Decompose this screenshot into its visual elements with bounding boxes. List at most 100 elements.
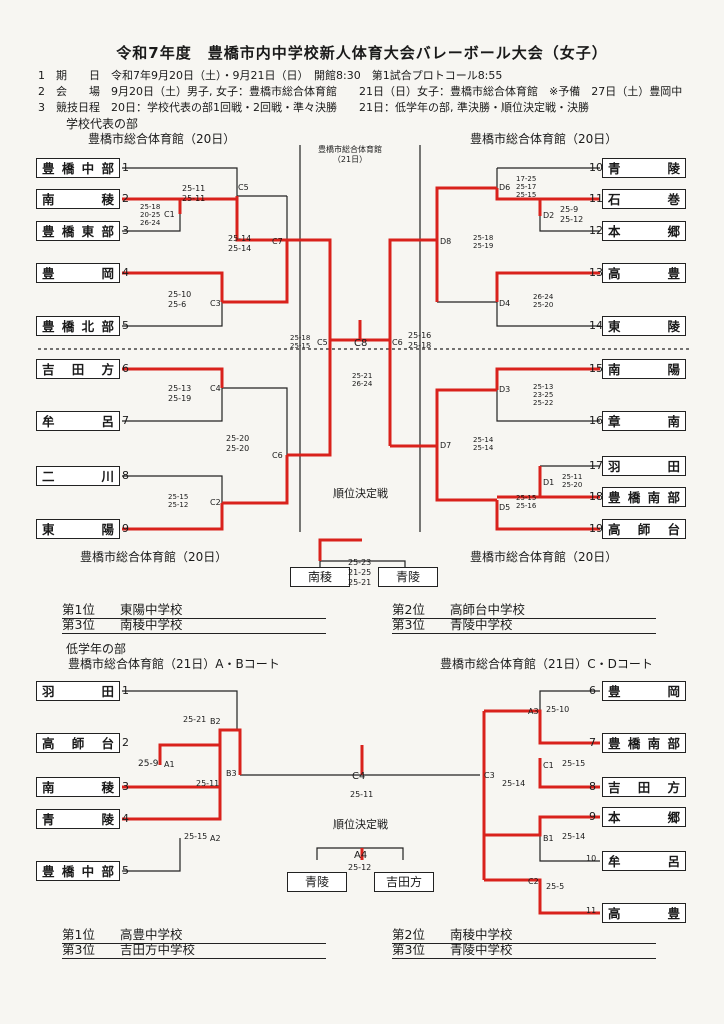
seed-number: 11 xyxy=(589,192,603,205)
match-label: C1 xyxy=(543,761,554,770)
match-label: A3 xyxy=(528,707,539,716)
match-label: C2 xyxy=(528,877,539,886)
seed-number: 4 xyxy=(122,812,129,825)
seed-number: 4 xyxy=(122,266,129,279)
team-box: 豊橋中部 xyxy=(36,158,120,178)
score: 25-5 xyxy=(546,882,565,891)
seed-number: 9 xyxy=(589,810,596,823)
team-box: 二 川 xyxy=(36,466,120,486)
score: 25-18 25-19 xyxy=(473,234,494,250)
info-line-3: 3 競技日程 20日：学校代表の部1回戦・2回戦・準々決勝 21日：低学年の部,… xyxy=(38,101,589,114)
seed-number: 18 xyxy=(589,490,603,503)
seed-number: 5 xyxy=(122,319,129,332)
match-label: D8 xyxy=(440,237,452,246)
seed-number: 19 xyxy=(589,522,603,535)
seed-number: 13 xyxy=(589,266,603,279)
seed-number: 1 xyxy=(122,684,129,697)
venue-bottom-cd: 豊橋市総合体育館（21日）C・Dコート xyxy=(440,657,653,671)
match-label: C6 xyxy=(392,338,403,347)
team-box: 吉田方 xyxy=(602,777,686,797)
score: 25-9 xyxy=(138,759,159,769)
score: 25-16 25-18 xyxy=(408,331,432,350)
placement-title-bottom: 順位決定戦 xyxy=(333,818,388,831)
score: 25-20 25-20 xyxy=(226,434,250,453)
result-row: 第2位 南稜中学校 xyxy=(392,924,656,944)
seed-number: 3 xyxy=(122,224,129,237)
team-box: 豊橋東部 xyxy=(36,221,120,241)
score: 25-13 23-25 25-22 xyxy=(533,383,554,407)
seed-number: 11 xyxy=(586,906,597,915)
seed-number: 3 xyxy=(122,780,129,793)
team-box: 高 豊 xyxy=(602,263,686,283)
seed-number: 5 xyxy=(122,864,129,877)
team-box: 石 巻 xyxy=(602,189,686,209)
match-label: C2 xyxy=(210,498,221,507)
match-label: B3 xyxy=(226,769,237,778)
seed-number: 16 xyxy=(589,414,603,427)
team-box: 高師台 xyxy=(36,733,120,753)
seed-number: 2 xyxy=(122,192,129,205)
team-box: 南 稜 xyxy=(36,189,120,209)
match-label: C7 xyxy=(272,237,283,246)
result-row: 第2位 高師台中学校 xyxy=(392,599,656,619)
score: 26-24 25-20 xyxy=(533,293,554,309)
team-box: 高師台 xyxy=(602,519,686,539)
seed-number: 7 xyxy=(589,736,596,749)
score: 25-21 xyxy=(183,715,207,724)
match-label: A1 xyxy=(164,760,175,769)
team-box: 吉田方 xyxy=(36,359,120,379)
score: 25-18 20-25 26-24 xyxy=(140,203,161,227)
team-box: 高 豊 xyxy=(602,903,686,923)
match-label: C8 xyxy=(354,338,368,349)
info-line-2: 2 会 場 9月20日（土）男子, 女子：豊橋市総合体育館 21日（日）女子：豊… xyxy=(38,85,683,98)
score: 25-11 xyxy=(196,779,220,788)
match-label: C3 xyxy=(484,771,495,780)
team-box: 東 陵 xyxy=(602,316,686,336)
team-box: 本 郷 xyxy=(602,807,686,827)
placement-team-right: 青陵 xyxy=(378,567,438,587)
score: 17-25 25-17 25-15 xyxy=(516,175,537,199)
info-line-1: 1 期 日 令和7年9月20日（土）・9月21日（日） 開館8:30 第1試合プ… xyxy=(38,69,503,82)
team-box: 羽 田 xyxy=(602,456,686,476)
score: 25-14 25-14 xyxy=(228,234,252,253)
team-box: 青 陵 xyxy=(36,809,120,829)
score: 25-11 25-20 xyxy=(562,473,583,489)
team-box: 豊橋中部 xyxy=(36,861,120,881)
score: 25-18 25-15 xyxy=(290,334,311,350)
team-box: 青 陵 xyxy=(602,158,686,178)
seed-number: 10 xyxy=(586,854,597,863)
result-row: 第3位 青陵中学校 xyxy=(392,614,656,634)
match-label: C4 xyxy=(210,384,221,393)
seed-number: 8 xyxy=(122,469,129,482)
seed-number: 7 xyxy=(122,414,129,427)
seed-number: 9 xyxy=(122,522,129,535)
result-row: 第1位 高豊中学校 xyxy=(62,924,326,944)
score: 25-10 xyxy=(546,705,570,714)
match-label: B2 xyxy=(210,717,221,726)
seed-number: 17 xyxy=(589,459,603,472)
team-box: 豊橋北部 xyxy=(36,316,120,336)
score: 25-15 xyxy=(562,759,586,768)
match-label: A4 xyxy=(354,850,368,861)
match-label: D2 xyxy=(543,211,555,220)
seed-number: 8 xyxy=(589,780,596,793)
match-label: D6 xyxy=(499,183,511,192)
venue-bottom-ab: 豊橋市総合体育館（21日）A・Bコート xyxy=(68,657,280,671)
match-label: D7 xyxy=(440,441,452,450)
team-box: 豊橋南部 xyxy=(602,733,686,753)
score: 25-14 xyxy=(502,779,526,788)
team-box: 南 稜 xyxy=(36,777,120,797)
match-label: D1 xyxy=(543,478,555,487)
team-box: 東 陽 xyxy=(36,519,120,539)
match-label: C6 xyxy=(272,451,283,460)
team-box: 牟 呂 xyxy=(602,851,686,871)
score: 25-9 25-12 xyxy=(560,205,584,224)
page-title: 令和7年度 豊橋市内中学校新人体育大会バレーボール大会（女子） xyxy=(116,44,608,62)
score: 25-13 25-19 xyxy=(168,384,192,403)
seed-number: 12 xyxy=(589,224,603,237)
seed-number: 14 xyxy=(589,319,603,332)
placement-team-right: 吉田方 xyxy=(374,872,434,892)
venue-bottom-left: 豊橋市総合体育館（20日） xyxy=(80,550,228,564)
section-title-top: 学校代表の部 xyxy=(66,117,139,131)
